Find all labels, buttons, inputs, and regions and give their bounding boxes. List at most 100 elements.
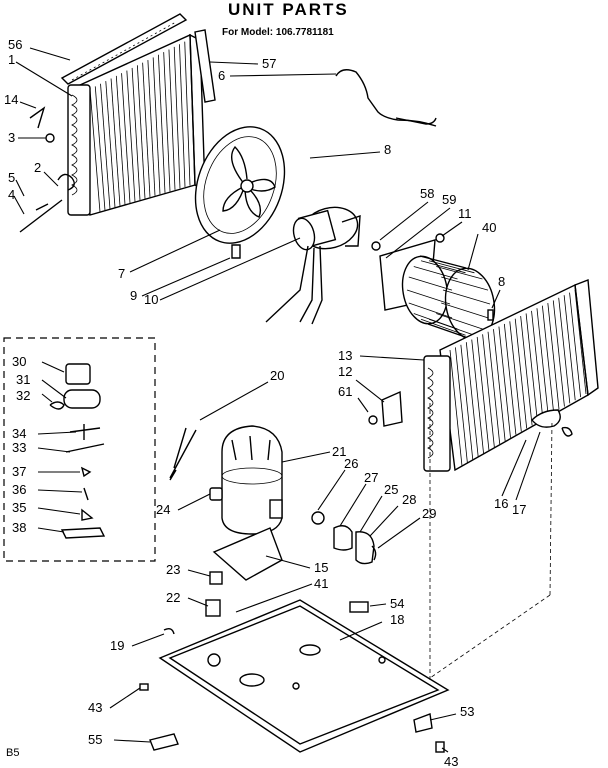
blower-wheel — [401, 255, 496, 341]
fin-line — [503, 323, 517, 435]
callout-56: 56 — [8, 37, 22, 52]
fin-line — [428, 260, 475, 274]
fin-line — [547, 303, 560, 410]
fin-line — [487, 331, 501, 445]
callout-41: 41 — [314, 576, 328, 591]
callout-61: 61 — [338, 384, 352, 399]
wire-harness — [335, 69, 437, 127]
fin-line — [441, 302, 489, 319]
callout-28: 28 — [402, 492, 416, 507]
fin-line — [436, 266, 483, 280]
fin-line — [110, 78, 121, 207]
fin-line — [569, 292, 582, 398]
tube-clamp — [57, 173, 75, 191]
side-rail — [194, 29, 216, 103]
fin-line — [531, 310, 544, 420]
terminal-cover — [355, 531, 375, 565]
fin-line — [152, 57, 161, 195]
fin-line — [408, 276, 453, 291]
fin-line — [449, 349, 463, 467]
electrical-parts — [49, 363, 106, 539]
callout-3: 3 — [8, 130, 15, 145]
callout-59: 59 — [442, 192, 456, 207]
fin-line — [89, 88, 101, 213]
callout-8-right: 8 — [498, 274, 505, 289]
callout-53: 53 — [460, 704, 474, 719]
fin-line — [476, 336, 490, 451]
fan-motor — [265, 206, 361, 325]
fin-line — [460, 344, 474, 460]
compressor-base — [212, 527, 283, 581]
fin-line — [471, 339, 484, 454]
fin-line — [441, 276, 489, 291]
callout-30: 30 — [12, 354, 26, 369]
callout-2: 2 — [34, 160, 41, 175]
callout-34: 34 — [12, 426, 26, 441]
fin-line — [408, 302, 453, 319]
callout-19: 19 — [110, 638, 124, 653]
fin-line — [514, 318, 528, 429]
fin-line — [147, 60, 156, 196]
base-clip — [149, 733, 179, 751]
callout-labels: 56 1 14 3 2 5 4 57 6 8 58 59 11 40 8 7 9… — [4, 37, 526, 768]
model-subtitle: For Model: 106.7781181 — [222, 27, 334, 38]
fin-line — [420, 318, 466, 336]
callout-35: 35 — [12, 500, 26, 515]
fin-line — [541, 305, 555, 413]
screw — [368, 415, 378, 425]
wire-leads — [169, 427, 197, 481]
screw — [371, 241, 381, 251]
fin-line — [482, 334, 495, 448]
callout-32: 32 — [16, 388, 30, 403]
fin-line — [168, 49, 176, 190]
overload-clip — [311, 511, 325, 525]
fin-line — [420, 260, 466, 274]
callout-20: 20 — [270, 368, 284, 383]
callout-29: 29 — [422, 506, 436, 521]
sensor-bulb — [19, 199, 63, 233]
callout-16: 16 — [494, 496, 508, 511]
fin-line — [184, 41, 191, 186]
fin-line — [406, 289, 451, 305]
callout-7: 7 — [118, 266, 125, 281]
fitting — [45, 133, 55, 143]
callout-31: 31 — [16, 372, 30, 387]
clip — [163, 627, 175, 635]
fin-line — [413, 313, 458, 330]
electrical-parts-box — [3, 337, 156, 562]
fin-line — [509, 321, 522, 432]
callout-57: 57 — [262, 56, 276, 71]
screw — [435, 741, 445, 753]
callout-13: 13 — [338, 348, 352, 363]
callout-54: 54 — [390, 596, 404, 611]
callout-10: 10 — [144, 292, 158, 307]
callout-11: 11 — [458, 206, 472, 221]
drain-plug — [531, 409, 561, 428]
callout-33: 33 — [12, 440, 26, 455]
fin-line — [574, 289, 587, 395]
callout-40: 40 — [482, 220, 496, 235]
base-pan — [158, 599, 450, 753]
condenser-coil — [423, 279, 599, 472]
fin-line — [179, 44, 186, 187]
callout-25: 25 — [384, 482, 398, 497]
evaporator-coil — [67, 33, 206, 216]
callout-14: 14 — [4, 92, 18, 107]
callout-17: 17 — [512, 502, 526, 517]
callout-1: 1 — [8, 52, 15, 67]
spacer — [209, 571, 223, 585]
fin-line — [142, 62, 151, 198]
washer — [435, 233, 445, 243]
fin-line — [536, 308, 549, 416]
fin-line — [173, 46, 181, 189]
grommet — [209, 487, 223, 501]
fin-line — [413, 266, 458, 280]
clip — [231, 244, 241, 259]
coil-bracket — [381, 390, 403, 427]
fin-line — [455, 347, 468, 463]
callout-37: 37 — [12, 464, 26, 479]
fin-line — [552, 300, 565, 407]
callout-9: 9 — [130, 288, 137, 303]
fin-line — [105, 81, 116, 208]
callout-15: 15 — [314, 560, 328, 575]
